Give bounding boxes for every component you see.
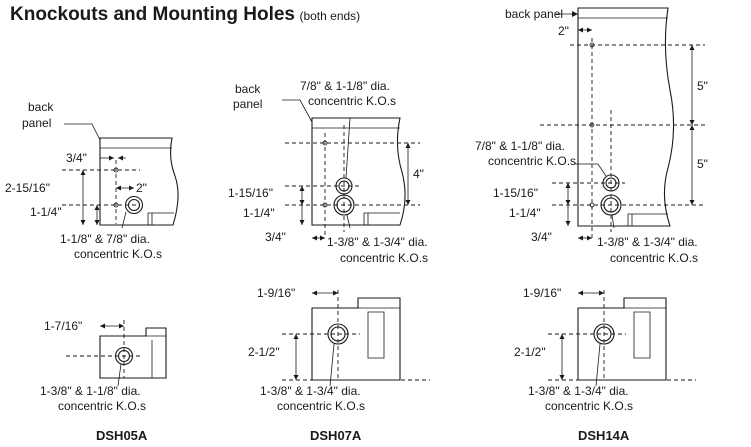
ko-label-line-1-c: 1-3/8" & 1-3/4" dia. <box>327 235 428 249</box>
ko-label-line-2-d: concentric K.O.s <box>277 399 365 413</box>
dim-2-1-2-b: 2-1/2" <box>514 345 546 359</box>
dim-1-1-4: 1-1/4" <box>30 205 62 219</box>
back-panel-label-1: back <box>28 100 54 114</box>
dim-1-9-16-b: 1-9/16" <box>523 286 561 300</box>
dim-2-15-16: 2-15/16" <box>5 181 50 195</box>
dim-1-15-16: 1-15/16" <box>228 186 273 200</box>
dsh07a-top-view <box>282 99 420 241</box>
dim-5-b: 5" <box>697 157 708 171</box>
dim-3-4: 3/4" <box>66 151 87 165</box>
dim-1-7-16: 1-7/16" <box>44 319 82 333</box>
back-panel-label-3: back <box>235 82 261 96</box>
dsh07a-bottom-view <box>282 290 430 387</box>
ko-top-line-1-b: 7/8" & 1-1/8" dia. <box>475 139 565 153</box>
ko-label-line-1-d: 1-3/8" & 1-3/4" dia. <box>260 384 361 398</box>
dsh14a-top-view <box>540 7 705 241</box>
dim-3-4-c: 3/4" <box>531 230 552 244</box>
dim-1-9-16: 1-9/16" <box>257 286 295 300</box>
diagram-title: Knockouts and Mounting Holes (both ends) <box>10 4 360 26</box>
dim-2-1-2: 2-1/2" <box>248 345 280 359</box>
ko-top-line-2: concentric K.O.s <box>308 94 396 108</box>
title-subtitle: (both ends) <box>299 9 361 23</box>
dsh05a-bottom-view <box>66 320 167 387</box>
dim-1-1-4-c: 1-1/4" <box>509 206 541 220</box>
ko-label-line-2-b: concentric K.O.s <box>58 399 146 413</box>
back-panel-label-2: panel <box>22 116 51 130</box>
title-main: Knockouts and Mounting Holes <box>10 4 295 25</box>
ko-label-line-1-f: 1-3/8" & 1-3/4" dia. <box>528 384 629 398</box>
ko-label-line-1-b: 1-3/8" & 1-1/8" dia. <box>40 384 141 398</box>
ko-label-line-1-e: 1-3/8" & 1-3/4" dia. <box>597 235 698 249</box>
dsh05a-top-view <box>62 123 179 229</box>
ko-top-line-1: 7/8" & 1-1/8" dia. <box>300 79 390 93</box>
ko-label-line-2-e: concentric K.O.s <box>610 251 698 265</box>
back-panel-inline: back panel <box>505 7 563 21</box>
model-dsh14a: DSH14A <box>578 428 630 443</box>
ko-label-line-2: concentric K.O.s <box>74 247 162 261</box>
model-dsh07a: DSH07A <box>310 428 362 443</box>
dsh14a-bottom-view <box>548 290 696 387</box>
dim-4: 4" <box>413 167 424 181</box>
ko-label-line-2-f: concentric K.O.s <box>545 399 633 413</box>
model-dsh05a: DSH05A <box>96 428 148 443</box>
dim-2: 2" <box>136 181 147 195</box>
ko-label-line-1: 1-1/8" & 7/8" dia. <box>60 232 150 246</box>
dim-1-15-16-b: 1-15/16" <box>493 186 538 200</box>
ko-label-line-2-c: concentric K.O.s <box>340 251 428 265</box>
back-panel-label-4: panel <box>233 97 262 111</box>
dim-1-1-4-b: 1-1/4" <box>243 206 275 220</box>
dim-5-a: 5" <box>697 79 708 93</box>
dim-3-4-b: 3/4" <box>265 230 286 244</box>
ko-top-line-2-b: concentric K.O.s <box>488 154 576 168</box>
dim-2-b: 2" <box>558 24 569 38</box>
